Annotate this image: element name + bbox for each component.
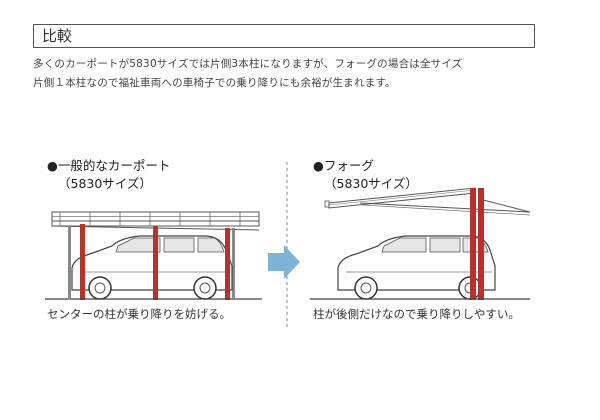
left-panel-label: ●一般的なカーポート <box>47 158 171 173</box>
arrow-right-icon <box>268 245 300 279</box>
description-line-2: 片側１本柱なので福祉車両への車椅子での乗り降りにも余裕が生まれます。 <box>33 77 396 89</box>
left-panel-caption: センターの柱が乗り降りを妨げる。 <box>47 307 231 321</box>
front-post-red <box>80 224 85 300</box>
back-post <box>232 228 235 298</box>
left-panel-size: （5830サイズ） <box>58 176 152 191</box>
rear-post-red <box>470 188 476 300</box>
car-left <box>71 235 233 300</box>
right-panel-caption: 柱が後側だけなので乗り降りしやすい。 <box>313 307 520 321</box>
center-post-red <box>153 226 158 300</box>
description: 多くのカーポートが5830サイズでは片側3本柱になりますが、フォーグの場合は全サ… <box>33 55 563 93</box>
description-line-1: 多くのカーポートが5830サイズでは片側3本柱になりますが、フォーグの場合は全サ… <box>33 58 463 70</box>
right-panel-label: ●フォーグ <box>313 158 374 173</box>
back-post <box>68 226 71 298</box>
conventional-carport-illustration <box>45 211 262 300</box>
front-post-red <box>225 228 230 300</box>
rear-post-red <box>478 188 484 300</box>
section-title: 比較 <box>33 24 535 48</box>
fog-carport-illustration <box>310 187 531 300</box>
right-panel-size: （5830サイズ） <box>324 176 418 191</box>
